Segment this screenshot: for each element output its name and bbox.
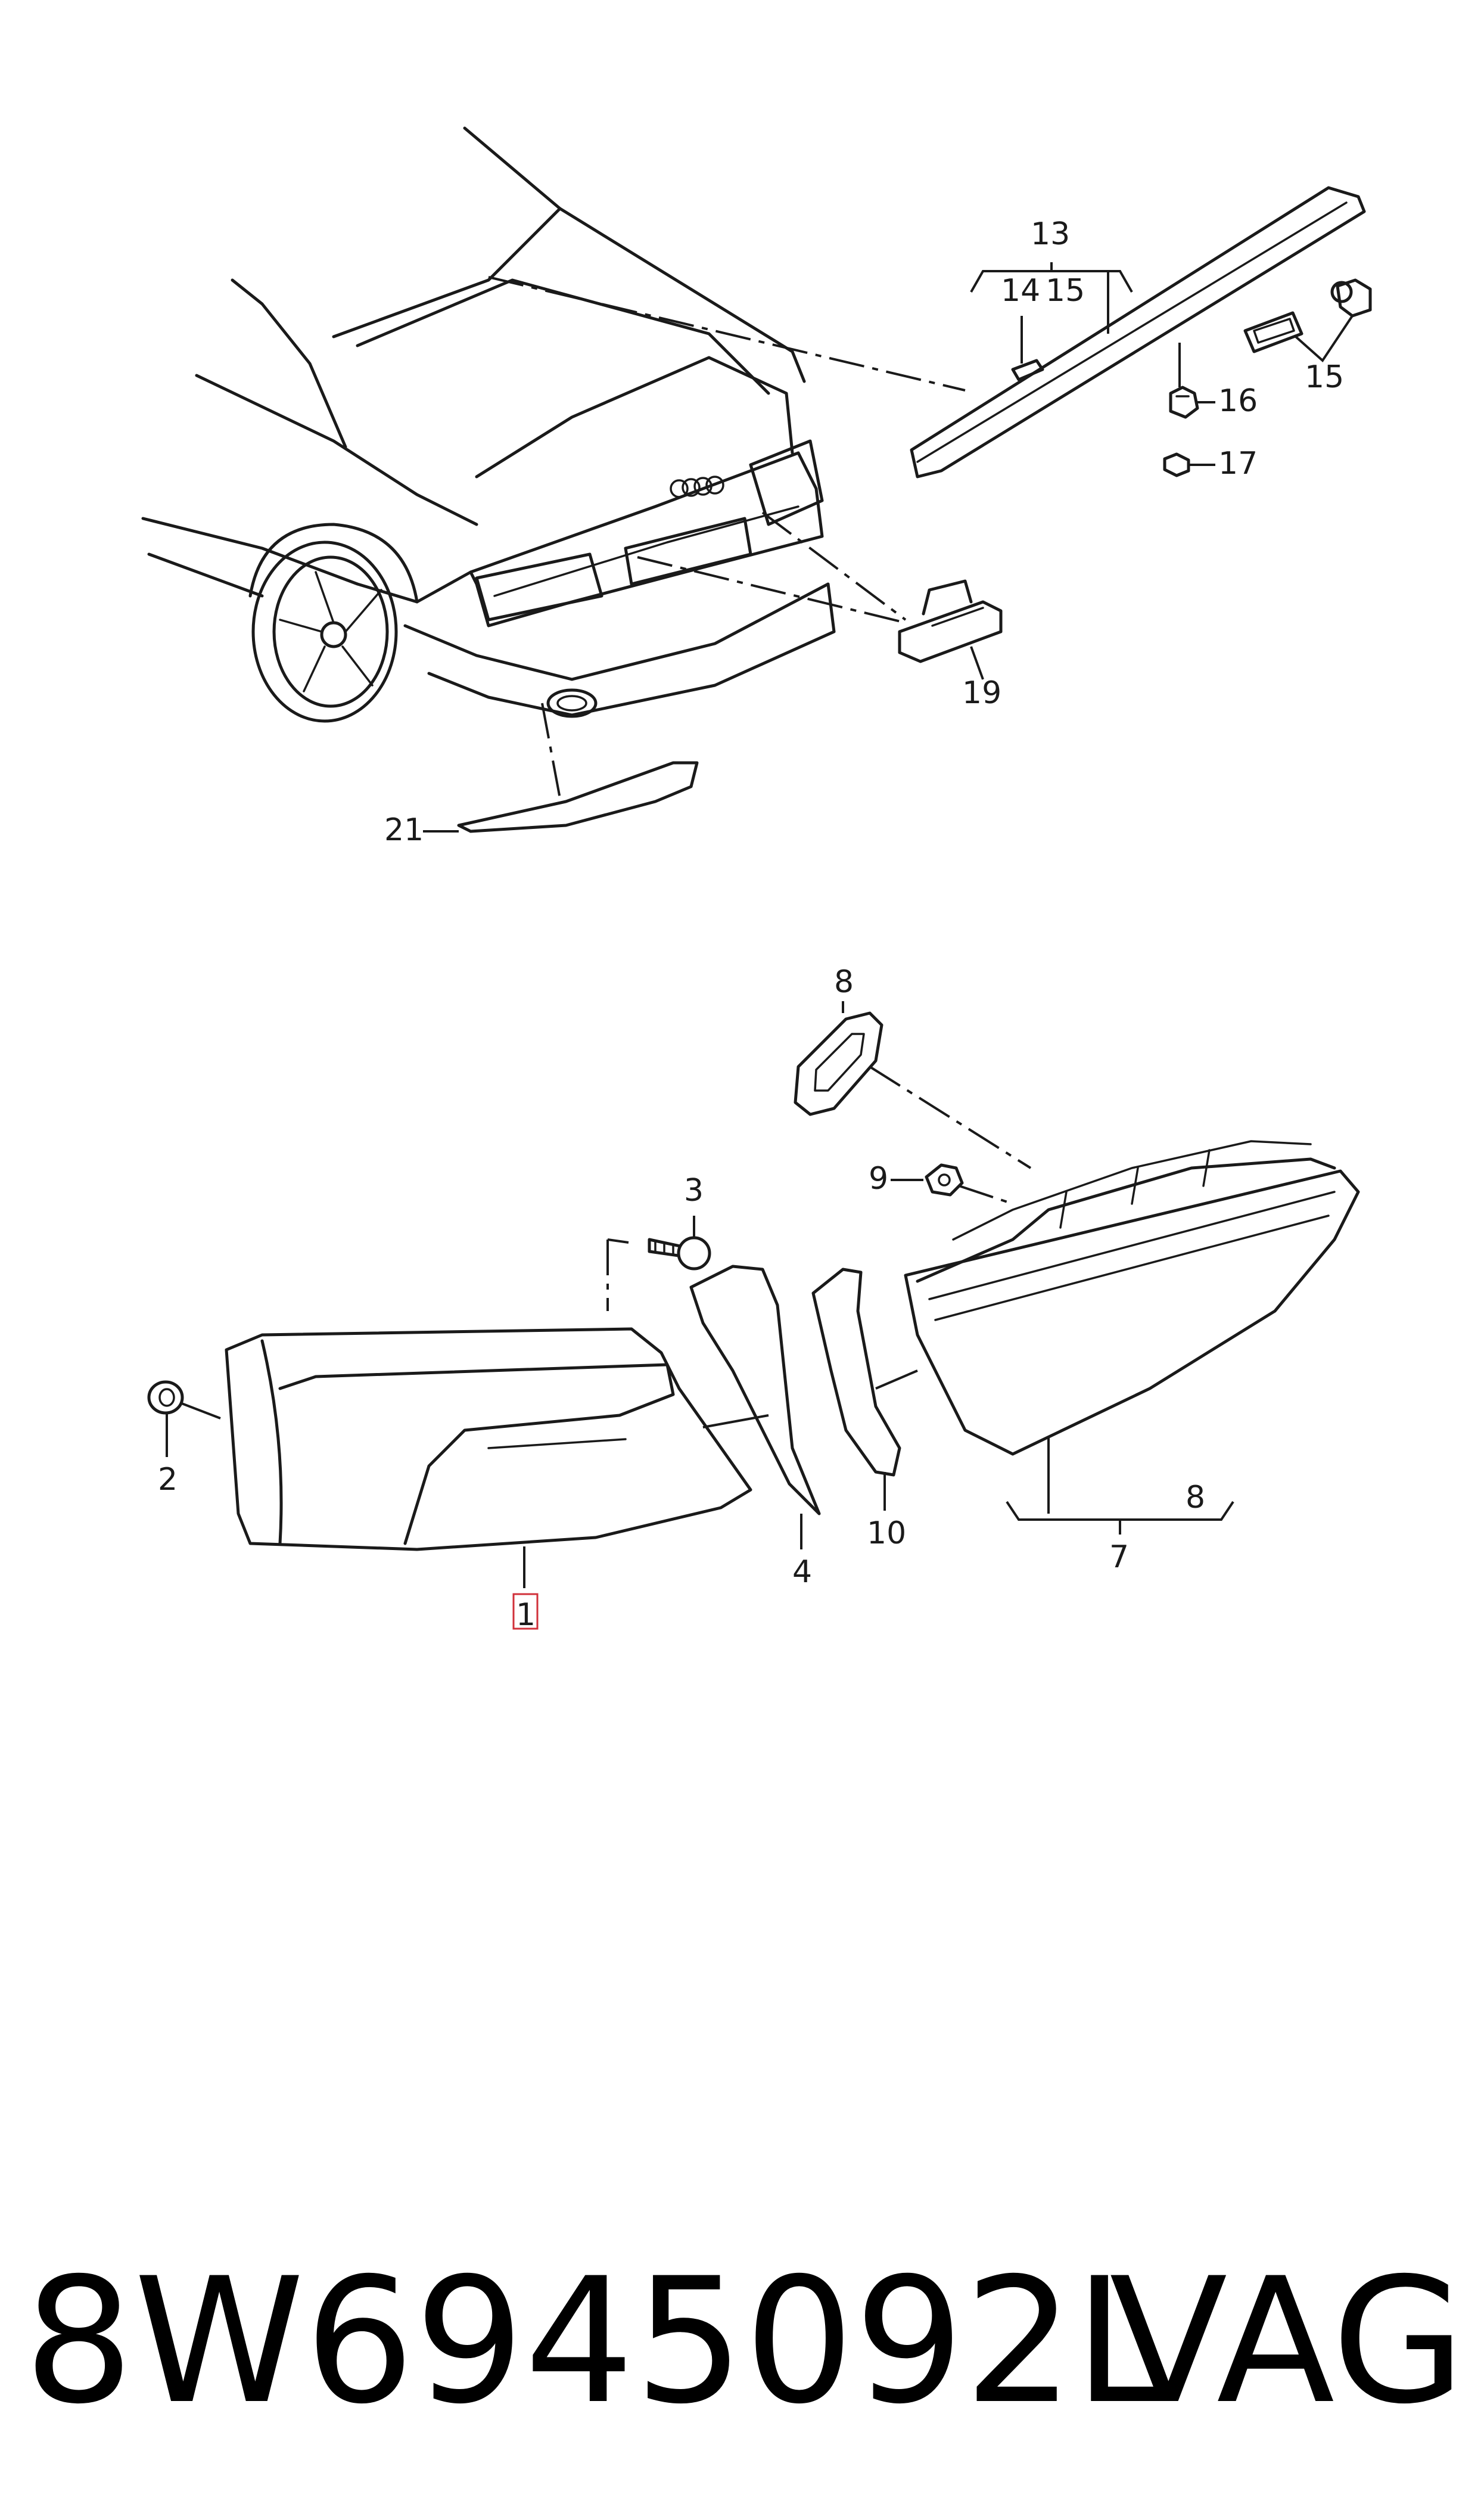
callout-8-bottom: 8	[1186, 1480, 1205, 1515]
parts-diagram: 13 14 15 15 16 17 19 21 8 3 9 2 1 4 10 8…	[141, 126, 1372, 1633]
callout-7: 7	[1109, 1539, 1129, 1575]
nut-part-16	[1169, 386, 1199, 419]
callout-15-top: 15	[1046, 273, 1085, 309]
inner-tail-light-part-7	[904, 1140, 1360, 1456]
tail-light-part-1	[225, 1327, 752, 1551]
nut-part-9	[925, 1163, 964, 1197]
callout-19: 19	[962, 675, 1001, 711]
nut-part-17	[1163, 452, 1190, 477]
car-rear-illustration	[141, 126, 836, 723]
callout-17: 17	[1218, 446, 1258, 482]
clip-part-14	[1011, 359, 1044, 381]
clip-part-15	[1243, 278, 1372, 353]
callout-9: 9	[869, 1161, 888, 1197]
callout-14: 14	[1001, 273, 1040, 309]
part-number-caption: 8W6945092L VAG	[24, 2217, 1466, 2467]
trim-strip-part-13	[910, 186, 1366, 479]
callout-16: 16	[1218, 383, 1258, 419]
seal-part-4	[689, 1265, 821, 1515]
bumper-strip-part-21	[457, 761, 699, 833]
callout-3: 3	[684, 1173, 704, 1209]
lower-leader-lines	[166, 1001, 1234, 1588]
gasket-part-8	[794, 1011, 883, 1116]
callout-1: 1	[516, 1597, 536, 1633]
callout-21: 21	[384, 812, 424, 848]
screw-part-3	[648, 1236, 711, 1271]
callout-2: 2	[158, 1462, 178, 1498]
upper-leader-lines	[423, 262, 1354, 833]
brand-label: VAG	[1109, 2241, 1466, 2442]
licence-light-part-19	[898, 579, 1003, 663]
highlight-box	[512, 1593, 539, 1630]
part-number: 8W6945092L	[24, 2241, 1171, 2442]
callout-labels: 13 14 15 15 16 17 19 21 8 3 9 2 1 4 10 8…	[158, 216, 1344, 1633]
seal-part-10	[811, 1268, 901, 1477]
callout-4: 4	[792, 1554, 812, 1590]
callout-10: 10	[867, 1515, 906, 1551]
callout-15-right: 15	[1305, 359, 1344, 395]
callout-8-top: 8	[834, 964, 854, 1000]
grommet-part-2	[147, 1380, 184, 1415]
callout-13: 13	[1031, 216, 1070, 252]
